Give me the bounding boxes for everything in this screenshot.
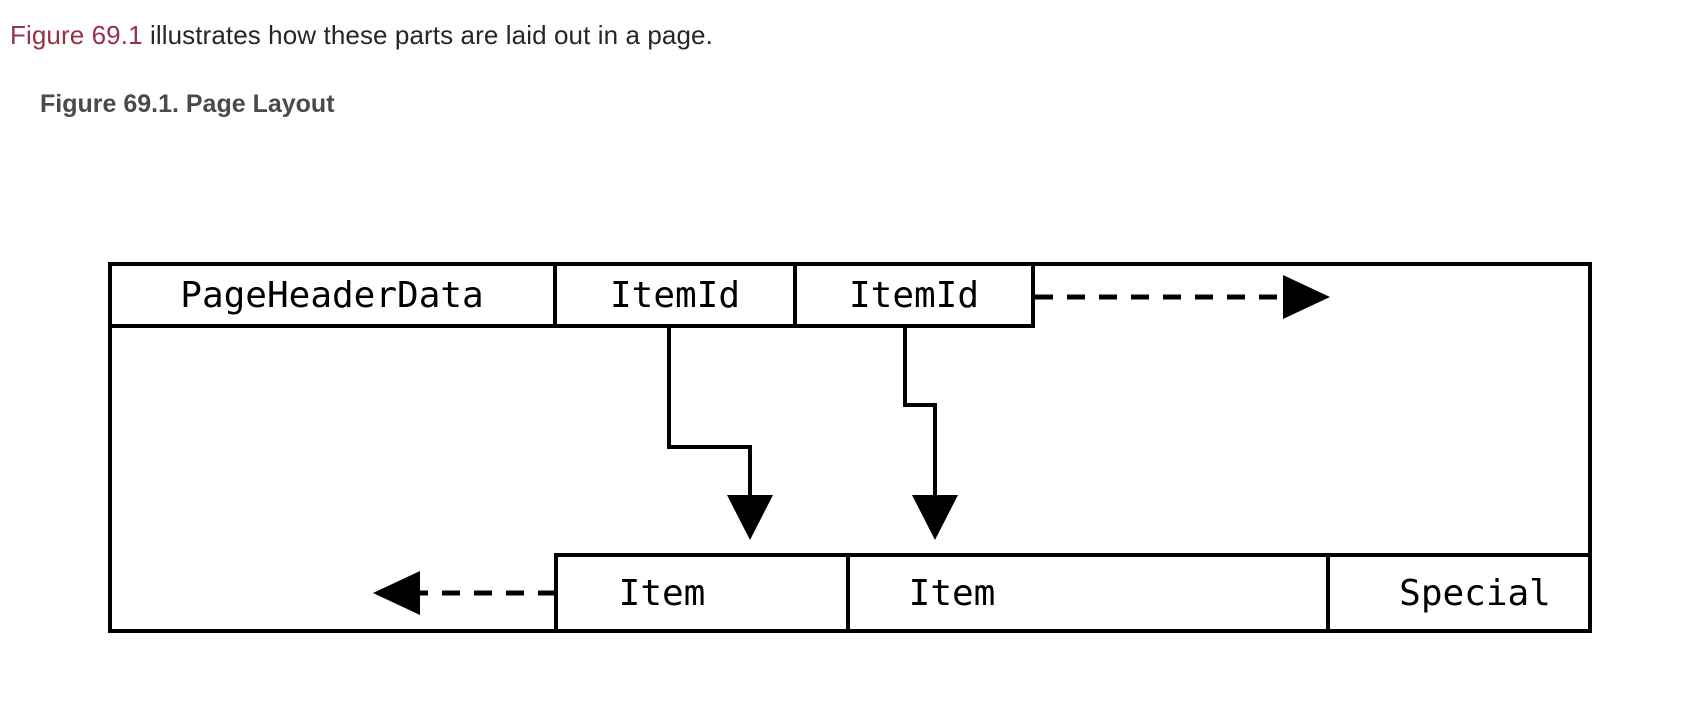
intro-rest-text: illustrates how these parts are laid out… (142, 20, 713, 50)
cell-special (1326, 553, 1592, 633)
label-item-2: Item (909, 573, 996, 614)
figure-reference-link[interactable]: Figure 69.1 (10, 20, 143, 50)
cell-itemid-1 (553, 262, 797, 328)
label-itemid-1: ItemId (610, 275, 740, 316)
label-special: Special (1399, 573, 1551, 614)
figure-caption: Figure 69.1. Page Layout (40, 90, 335, 118)
arrowhead-right-icon (1283, 275, 1330, 319)
intro-sentence: Figure 69.1 illustrates how these parts … (10, 18, 713, 52)
connector-itemid1-to-item1 (667, 326, 752, 503)
connector-itemid2-to-item2 (903, 326, 937, 503)
label-itemid-2: ItemId (849, 275, 979, 316)
cell-page-header-data (108, 262, 557, 328)
cell-itemid-2 (793, 262, 1035, 328)
cell-item-2 (846, 553, 1330, 633)
label-page-header-data: PageHeaderData (180, 275, 483, 316)
arrowhead-left-icon (373, 571, 420, 615)
label-item-1: Item (619, 573, 706, 614)
cell-item-1 (554, 553, 850, 633)
arrowhead-down-item2-icon (912, 495, 958, 540)
arrowhead-down-item1-icon (727, 495, 773, 540)
